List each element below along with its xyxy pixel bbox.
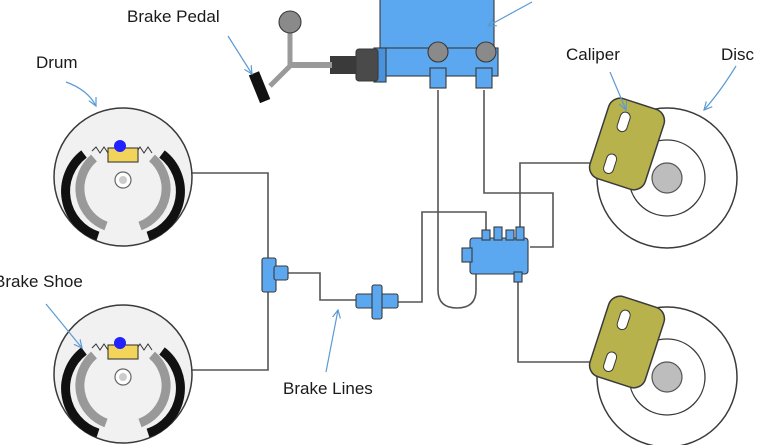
disc-brake-upper: [588, 97, 738, 249]
distribution-block: [461, 226, 529, 283]
brake-lines: [190, 90, 598, 371]
brake-line-valve-to-block: [398, 211, 487, 303]
label-brake-lines: Brake Lines: [283, 379, 373, 398]
brake-line-front-drum: [190, 172, 269, 258]
arrow-brake-lines: [325, 310, 338, 373]
callout-arrows: [45, 1, 737, 373]
arrow-drum: [65, 81, 96, 106]
brake-line-upper-disc: [519, 162, 598, 232]
drum-brake-rear: [53, 304, 193, 444]
brake-line-rear-drum: [190, 292, 269, 371]
caliper-icon: [588, 295, 666, 389]
brake-line-lower-disc: [517, 273, 598, 363]
flow-valve: [355, 284, 399, 320]
brake-line-master-right: [483, 90, 554, 248]
label-brake-shoe: Brake Shoe: [0, 272, 83, 291]
brake-line-tee-to-valve: [288, 272, 356, 301]
caliper-icon: [588, 97, 666, 191]
disc-brake-lower: [588, 295, 738, 445]
brake-line-tee: [261, 257, 289, 293]
wheel-cylinder-icon: [107, 140, 139, 163]
label-caliper: Caliper: [566, 45, 620, 64]
label-brake-pedal: Brake Pedal: [127, 7, 220, 26]
arrow-disc: [704, 65, 737, 110]
master-cylinder-icon: [290, 0, 499, 89]
drum-brake-front: [53, 107, 193, 247]
arrow-brake-shoe: [45, 303, 82, 348]
arrow-brake-pedal: [227, 35, 252, 74]
wheel-cylinder-icon: [107, 337, 139, 360]
brake-pedal-icon: [248, 10, 302, 104]
label-disc: Disc: [721, 45, 755, 64]
label-drum: Drum: [36, 53, 78, 72]
arrow-caliper: [609, 71, 626, 110]
arrow-master-cylinder: [488, 1, 533, 26]
brake-line-master-loop: [437, 90, 477, 309]
